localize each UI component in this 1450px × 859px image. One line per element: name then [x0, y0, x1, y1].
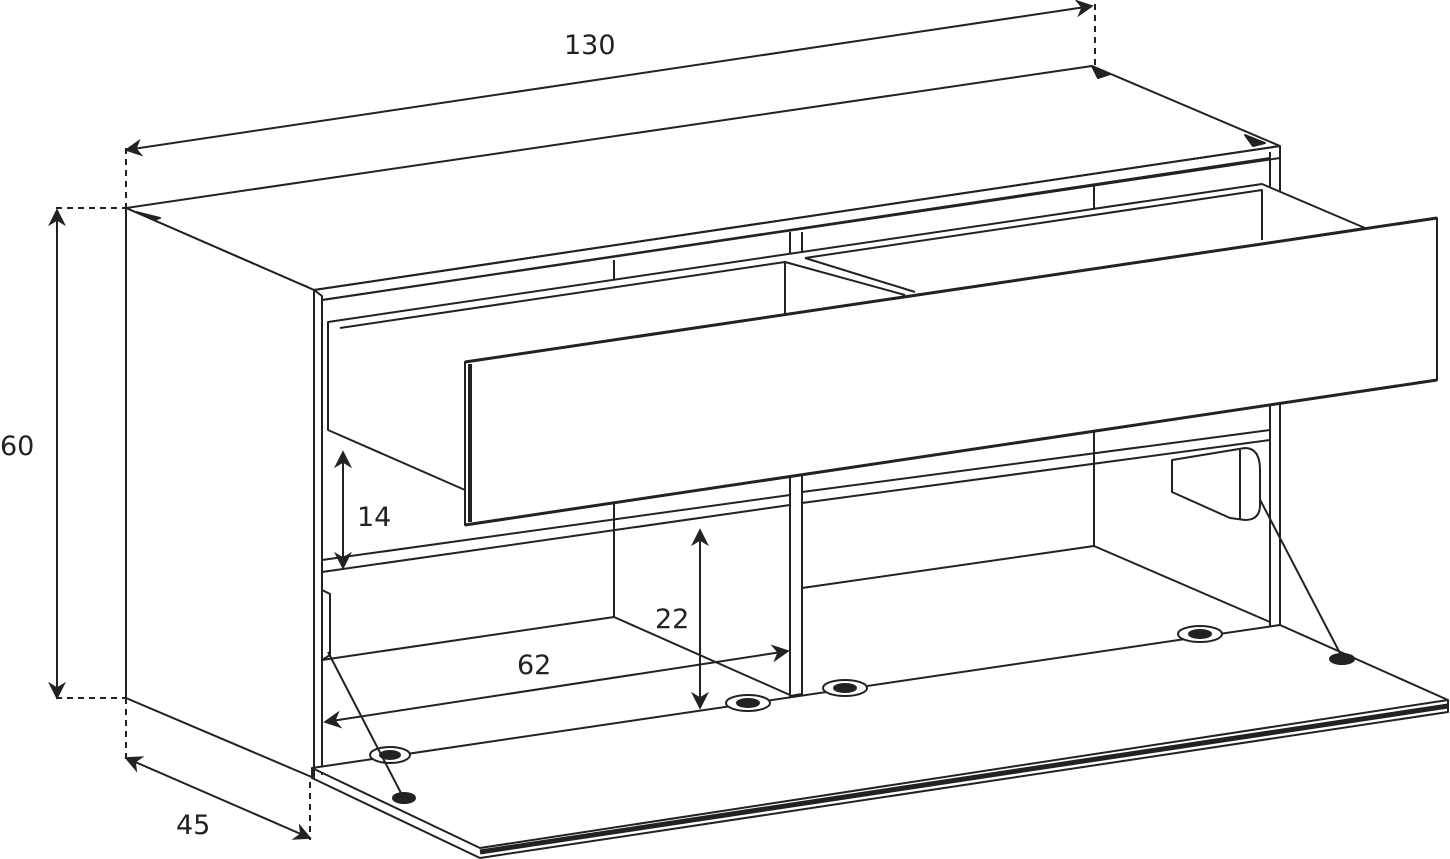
- flap-door-panel: [311, 624, 1449, 849]
- depth-dimension-arrow: [124, 756, 312, 840]
- dimension-lines: [48, 0, 1096, 840]
- shelf: [321, 429, 1271, 573]
- width-dimension-arrow: [124, 0, 1094, 157]
- depth-label: 45: [176, 810, 211, 841]
- stay-bracket: [1171, 447, 1261, 521]
- door-stay-right: [1254, 489, 1343, 658]
- drawer: [327, 183, 1438, 527]
- compartment-width-dimension-arrow: [323, 644, 790, 729]
- flap-door: [311, 447, 1449, 859]
- compartment-height-label: 22: [655, 604, 690, 635]
- height-label: 60: [0, 431, 35, 462]
- width-label: 130: [564, 30, 616, 61]
- drawer-height-label: 14: [357, 502, 392, 533]
- extension-lines: [56, 4, 1096, 840]
- left-side-panel: [125, 207, 315, 779]
- compartment-width-label: 62: [517, 650, 552, 681]
